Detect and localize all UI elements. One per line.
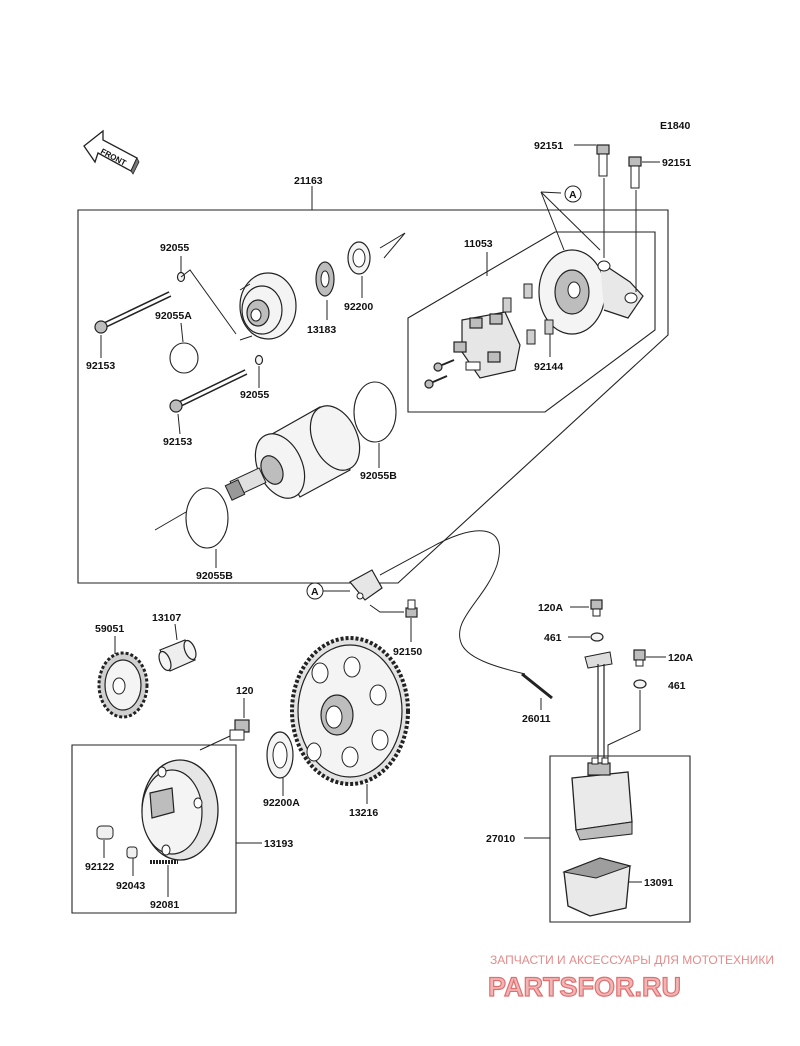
- starter-clutch-13193: [141, 759, 219, 861]
- brush-holder-assembly: [453, 311, 521, 379]
- washer-92200A: [266, 731, 294, 779]
- part-92200A-label: 92200A: [263, 797, 300, 809]
- relay-cover-13091: [562, 857, 632, 917]
- part-13107-label: 13107: [152, 612, 181, 624]
- part-92200-label: 92200: [344, 301, 373, 313]
- o-ring-92055B-right: [353, 381, 397, 443]
- plunger-92043: [126, 846, 138, 859]
- part-13091-label: 13091: [644, 877, 673, 889]
- brush-screws: [424, 359, 455, 389]
- part-59051-label: 59051: [95, 623, 124, 635]
- part-92151-right-label: 92151: [662, 157, 691, 169]
- watermark-tagline: ЗАПЧАСТИ И АКСЕССУАРЫ ДЛЯ МОТОТЕХНИКИ: [490, 953, 774, 967]
- front-arrow-icon: FRONT: [83, 129, 140, 175]
- cable-26011: [379, 530, 526, 675]
- part-13193-label: 13193: [264, 838, 293, 850]
- brush-springs-92144: [502, 283, 554, 345]
- bolt-92151-right: [628, 156, 642, 189]
- part-92043-label: 92043: [116, 880, 145, 892]
- starter-clutch-gear-13216: [290, 636, 410, 786]
- long-bolt-upper: [94, 291, 172, 334]
- long-bolt-lower: [169, 369, 248, 413]
- reference-a-top-icon: [564, 185, 582, 203]
- part-21163-label: 21163: [294, 175, 323, 187]
- diagram-code: E1840: [660, 120, 691, 132]
- o-ring-92055-lower: [254, 354, 264, 366]
- part-92055B-right-label: 92055B: [360, 470, 397, 482]
- starter-front-cover: [239, 272, 297, 341]
- part-92055B-bottom-label: 92055B: [196, 570, 233, 582]
- part-92153-lower-label: 92153: [163, 436, 192, 448]
- shaft-13107: [158, 639, 197, 672]
- part-92055-upper-label: 92055: [160, 242, 189, 254]
- part-92151-left-label: 92151: [534, 140, 563, 152]
- part-92055A-label: 92055A: [155, 310, 192, 322]
- o-ring-92055A: [169, 342, 199, 374]
- switch-bracket: [349, 569, 383, 601]
- part-92055-lower-label: 92055: [240, 389, 269, 401]
- part-11053-label: 11053: [464, 238, 493, 250]
- relay-terminal-straps: [584, 651, 641, 760]
- nut-92150: [405, 599, 418, 618]
- part-26011-label: 26011: [522, 713, 551, 725]
- washer-461-right: [633, 679, 647, 689]
- part-120A-right-label: 120A: [668, 652, 694, 664]
- starter-motor-assembly-outline: [77, 209, 669, 584]
- washer-461-top: [590, 632, 604, 642]
- part-92081-label: 92081: [150, 899, 179, 911]
- reference-a-top-label: A: [569, 189, 577, 201]
- part-92153-upper-label: 92153: [86, 360, 115, 372]
- starter-clutch-outline: [71, 744, 237, 914]
- leader-92055-upper-target: [180, 269, 237, 335]
- part-92122-label: 92122: [85, 861, 114, 873]
- part-461-right-label: 461: [668, 680, 686, 692]
- brush-holder-outline: [407, 231, 656, 413]
- starter-rear-cover: [538, 249, 644, 335]
- bolt-120: [229, 719, 250, 741]
- part-92150-label: 92150: [393, 646, 422, 658]
- washer-92200: [347, 241, 371, 275]
- bolt-92151-left: [596, 144, 610, 177]
- part-120A-top-label: 120A: [538, 602, 564, 614]
- starter-relay-outline: [549, 755, 691, 923]
- starter-relay-27010: [571, 757, 633, 841]
- bolt-120A-right: [633, 649, 646, 667]
- gear-59051: [97, 651, 149, 719]
- part-13216-label: 13216: [349, 807, 378, 819]
- part-13183-label: 13183: [307, 324, 336, 336]
- part-120-label: 120: [236, 685, 254, 697]
- part-27010-label: 27010: [486, 833, 515, 845]
- part-92144-label: 92144: [534, 361, 563, 373]
- part-461-top-label: 461: [544, 632, 562, 644]
- reference-a-bottom-label: A: [311, 586, 319, 598]
- o-ring-92055B-bottom: [185, 487, 229, 549]
- roller-92122: [96, 825, 114, 840]
- watermark-brand: PARTSFOR.RU: [488, 972, 681, 1002]
- washer-13183: [315, 261, 335, 297]
- bolt-120A-top: [590, 599, 603, 617]
- starter-motor-yoke: [224, 405, 361, 501]
